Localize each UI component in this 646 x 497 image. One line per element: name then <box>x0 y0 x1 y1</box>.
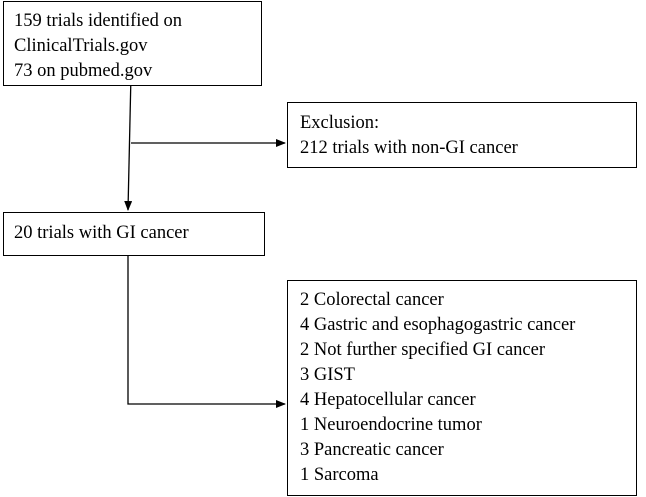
cancer-type-item: 2 Not further specified GI cancer <box>300 340 546 360</box>
exclusion-line-2: 212 trials with non-GI cancer <box>300 138 518 158</box>
search-results-box: 159 trials identified on ClinicalTrials.… <box>3 1 262 86</box>
connector-gi-down <box>127 256 286 408</box>
exclusion-box: Exclusion: 212 trials with non-GI cancer <box>287 102 637 168</box>
cancer-type-item: 3 GIST <box>300 365 355 385</box>
gi-line-1: 20 trials with GI cancer <box>14 223 189 243</box>
cancer-type-item: 4 Hepatocellular cancer <box>300 390 476 410</box>
cancer-type-item: 2 Colorectal cancer <box>300 290 444 310</box>
search-line-2: ClinicalTrials.gov <box>14 36 148 56</box>
cancer-types-box: 2 Colorectal cancer 4 Gastric and esopha… <box>287 280 637 496</box>
search-line-1: 159 trials identified on <box>14 11 183 31</box>
cancer-type-item: 1 Sarcoma <box>300 465 379 485</box>
search-line-3: 73 on pubmed.gov <box>14 61 153 81</box>
cancer-type-item: 3 Pancreatic cancer <box>300 440 444 460</box>
gi-cancer-trials-box: 20 trials with GI cancer <box>3 212 265 256</box>
cancer-type-item: 4 Gastric and esophagogastric cancer <box>300 315 576 335</box>
arrow-search-to-gi <box>124 73 133 211</box>
exclusion-line-1: Exclusion: <box>300 113 380 133</box>
cancer-type-item: 1 Neuroendocrine tumor <box>300 415 482 435</box>
